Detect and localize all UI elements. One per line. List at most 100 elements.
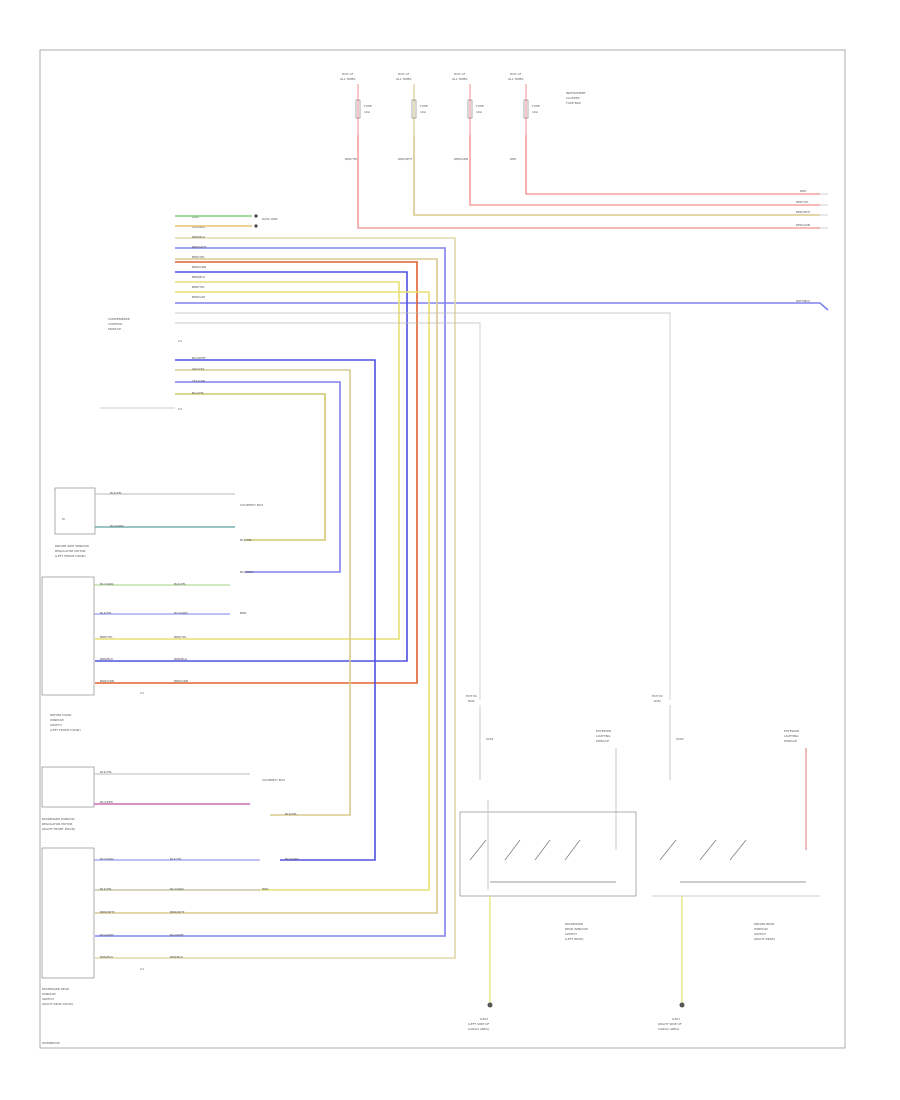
- dsw-wire-3r: BRN/YEL: [174, 635, 187, 639]
- connector-data-link: DATA LINK: [262, 217, 278, 221]
- fuse-box-label-3: FUSE BOX: [566, 101, 581, 105]
- ground-right-1: G301: [672, 1017, 680, 1021]
- pin-label-g: BRN/GRY: [192, 295, 206, 299]
- ext-light-left-2: LIGHTING: [596, 734, 611, 738]
- motor-out-2: BLU/GRN: [240, 570, 253, 574]
- driver-switch-label-3: SWITCH: [50, 723, 62, 727]
- fuse-3-rating: 10A: [476, 110, 483, 114]
- data-link-dot: [254, 214, 258, 218]
- prs-out: BLU/GRN: [285, 857, 298, 861]
- fuse-1-rating: 10A: [364, 110, 371, 114]
- connector-c1: GRN ORN/BLK DATA LINK CONVENIENCE CONTRO…: [108, 214, 278, 411]
- prs-wire-1: BLU/GRN: [100, 857, 113, 861]
- right-label-red: RED: [800, 189, 807, 193]
- dsw-wire-2r: BLU/GRN: [174, 611, 187, 615]
- fuse-4-line2: ALL TIMES: [508, 77, 524, 81]
- passenger-rear-switch: BLU/GRN BLK/YEL BRN/WHT BLU/WHT BRN/BLU …: [41, 847, 298, 1006]
- dsw-wire-4: BRN/BLU: [100, 657, 113, 661]
- motor-wire-1: BLK/YEL: [110, 491, 122, 495]
- fuse-3-line1: HOT AT: [454, 72, 465, 76]
- pin-label-a: BRN/BLU: [192, 235, 205, 239]
- module-label-1: CONVENIENCE: [108, 317, 130, 321]
- prs-wire-3: BRN/WHT: [100, 910, 115, 914]
- module-label-3: MODULE: [108, 327, 121, 331]
- hot-left-1: HOT IN: [466, 694, 477, 698]
- fuse-1-line2: ALL TIMES: [340, 77, 356, 81]
- ext-light-left-3: MODULE: [596, 739, 609, 743]
- pwm-wire-1: BLK/YEL: [100, 770, 112, 774]
- driver-front-label-2: REGULATOR MOTOR: [55, 549, 86, 553]
- rear-right-switch-group: HOT IN RUN S202 EXTERIOR LIGHTING MODULE…: [652, 694, 820, 1031]
- courtesy-bus-2: COURTESY BUS: [262, 778, 285, 782]
- dsw-wire-2: BLK/YEL: [100, 611, 112, 615]
- prs-c-label: C1: [140, 967, 144, 971]
- fuse-1-line1: HOT AT: [342, 72, 353, 76]
- ground-left-icon: [487, 1002, 493, 1008]
- fuse-1-name: FUSE: [364, 104, 372, 108]
- prs-wire-3r: BRN/WHT: [170, 910, 185, 914]
- right-label-redwht: RED/WHT: [796, 210, 811, 214]
- pin-label-f: BRN/YEL: [192, 285, 205, 289]
- dsw-wire-5: BRN/ORN: [100, 679, 114, 683]
- hot-right-2: RUN: [654, 699, 661, 703]
- pin-label-b: BRN/WHT: [192, 245, 207, 249]
- right-label-redyel: RED/YEL: [796, 200, 809, 204]
- ground-left-1: G302: [480, 1017, 488, 1021]
- fuse-4-rating: 10A: [532, 110, 539, 114]
- connector-c2: BLU/WHT GRY/YEL YEL/GRN BLU/YEL: [100, 356, 376, 861]
- pin-label-e: BRN/BLU: [192, 275, 205, 279]
- driver-window-motor: M BLK/YEL BLU/GRN COURTESY BUS DRIVER SI…: [54, 487, 263, 574]
- dsw-wire-1r: BLK/YEL: [174, 582, 186, 586]
- ground-left-3: CARGO AREA): [468, 1027, 489, 1031]
- ground-right-icon: [679, 1002, 685, 1008]
- splice-left: S201: [486, 737, 494, 741]
- courtesy-bus-1: COURTESY BUS: [240, 503, 263, 507]
- hot-right-1: HOT IN: [652, 694, 663, 698]
- connector-c2-label: C2: [178, 407, 182, 411]
- rear-right-label-1: DRIVER REAR: [754, 922, 774, 926]
- driver-switch-label-1: DRIVER DOOR: [50, 713, 71, 717]
- power-wires: RED RED/YEL RED/WHT RED/GRN WHT/BLU: [175, 135, 829, 311]
- fuse-4-line1: HOT AT: [510, 72, 521, 76]
- pwm-wire-2: BLU/RED: [100, 800, 114, 804]
- ext-light-right-2: LIGHTING: [784, 734, 799, 738]
- fuse-group: HOT AT ALL TIMES FUSE 10A RED/YEL HOT AT…: [340, 72, 586, 161]
- c2-pin-2: GRY/YEL: [192, 367, 205, 371]
- rear-left-label-3: SWITCH: [565, 932, 577, 936]
- bus-wires: BRN/BLU BRN/WHT BRN/YEL BRN/ORN BRN/BLU …: [95, 235, 671, 959]
- c2-pin-3: YEL/GRN: [192, 379, 205, 383]
- motor-out-1: BLK/YEL: [240, 538, 252, 542]
- right-label-whtblu: WHT/BLU: [796, 299, 810, 303]
- pass-front-label-1: PASSENGER WINDOW: [42, 817, 75, 821]
- prs-wire-4: BLU/WHT: [100, 933, 114, 937]
- passenger-window-motor: BLK/YEL BLU/RED COURTESY BUS BLK/YEL PAS…: [41, 766, 297, 831]
- motor-m-label: M: [62, 517, 65, 521]
- prs-wire-5: BRN/BLU: [100, 955, 113, 959]
- fuse-4-name: FUSE: [532, 104, 540, 108]
- pin-label-d: BRN/ORN: [192, 265, 206, 269]
- prs-wire-1r: BLK/YEL: [170, 857, 182, 861]
- ext-light-right-3: MODULE: [784, 739, 797, 743]
- dsw-wire-5r: BRN/ORN: [174, 679, 188, 683]
- fuse-2-wire-label: RED/WHT: [398, 157, 413, 161]
- connector-top-a: GRN: [192, 215, 199, 219]
- pass-rear-label-3: SWITCH: [42, 997, 54, 1001]
- fuse-2-name: FUSE: [420, 104, 428, 108]
- fuse-2-line1: HOT AT: [398, 72, 409, 76]
- prs-wire-2: BLK/YEL: [100, 887, 112, 891]
- rear-left-label-4: (LEFT REAR): [565, 937, 583, 941]
- prs-wire-4r: BLU/WHT: [170, 933, 184, 937]
- ext-light-right-1: EXTERIOR: [784, 729, 799, 733]
- dsw-ground: BRN: [240, 611, 246, 615]
- pwm-out: BLK/YEL: [285, 812, 297, 816]
- pass-front-label-3: (RIGHT FRONT DOOR): [42, 827, 75, 831]
- ext-light-left-1: EXTERIOR: [596, 729, 611, 733]
- fuse-box-label-2: CLUSTER: [566, 96, 580, 100]
- motor-wire-2: BLU/GRN: [110, 524, 123, 528]
- fuse-3-line2: ALL TIMES: [452, 77, 468, 81]
- splice-right: S202: [676, 737, 684, 741]
- diagram-frame: [39, 49, 846, 1049]
- ground-right-3: CARGO AREA): [658, 1027, 679, 1031]
- driver-front-label-1: DRIVER SIDE WINDOW: [55, 544, 89, 548]
